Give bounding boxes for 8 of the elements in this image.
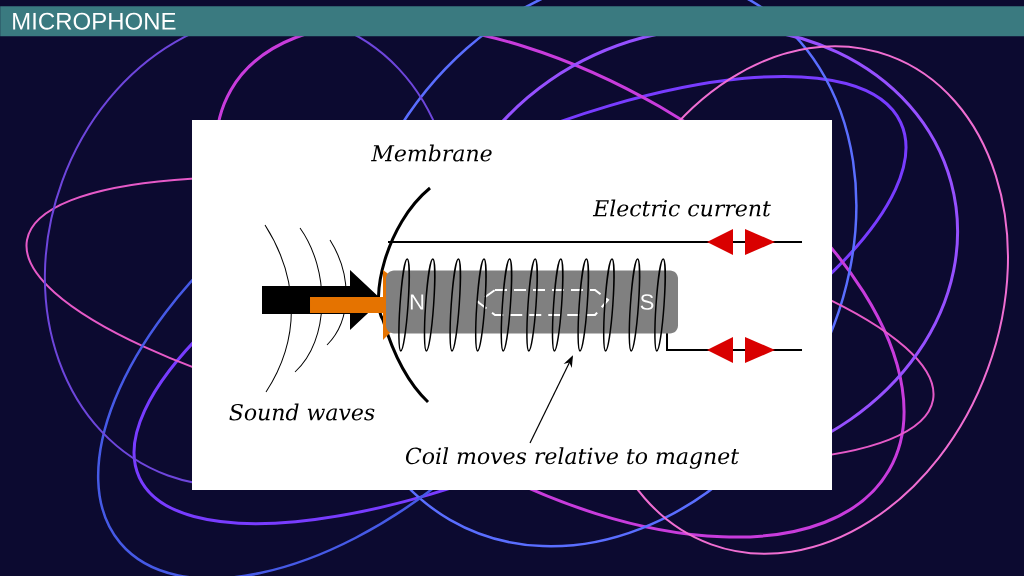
pole-letter: S: [640, 294, 654, 310]
part-label: Membrane: [371, 144, 492, 162]
part-label: Sound waves: [229, 403, 375, 421]
pole-letter: N: [410, 294, 424, 310]
coil-drawing: [398, 258, 666, 352]
title-band: MICROPHONE: [0, 6, 1024, 37]
caption-text: Coil moves relative to magnet: [405, 447, 740, 469]
part-label: Electric current: [592, 199, 771, 217]
